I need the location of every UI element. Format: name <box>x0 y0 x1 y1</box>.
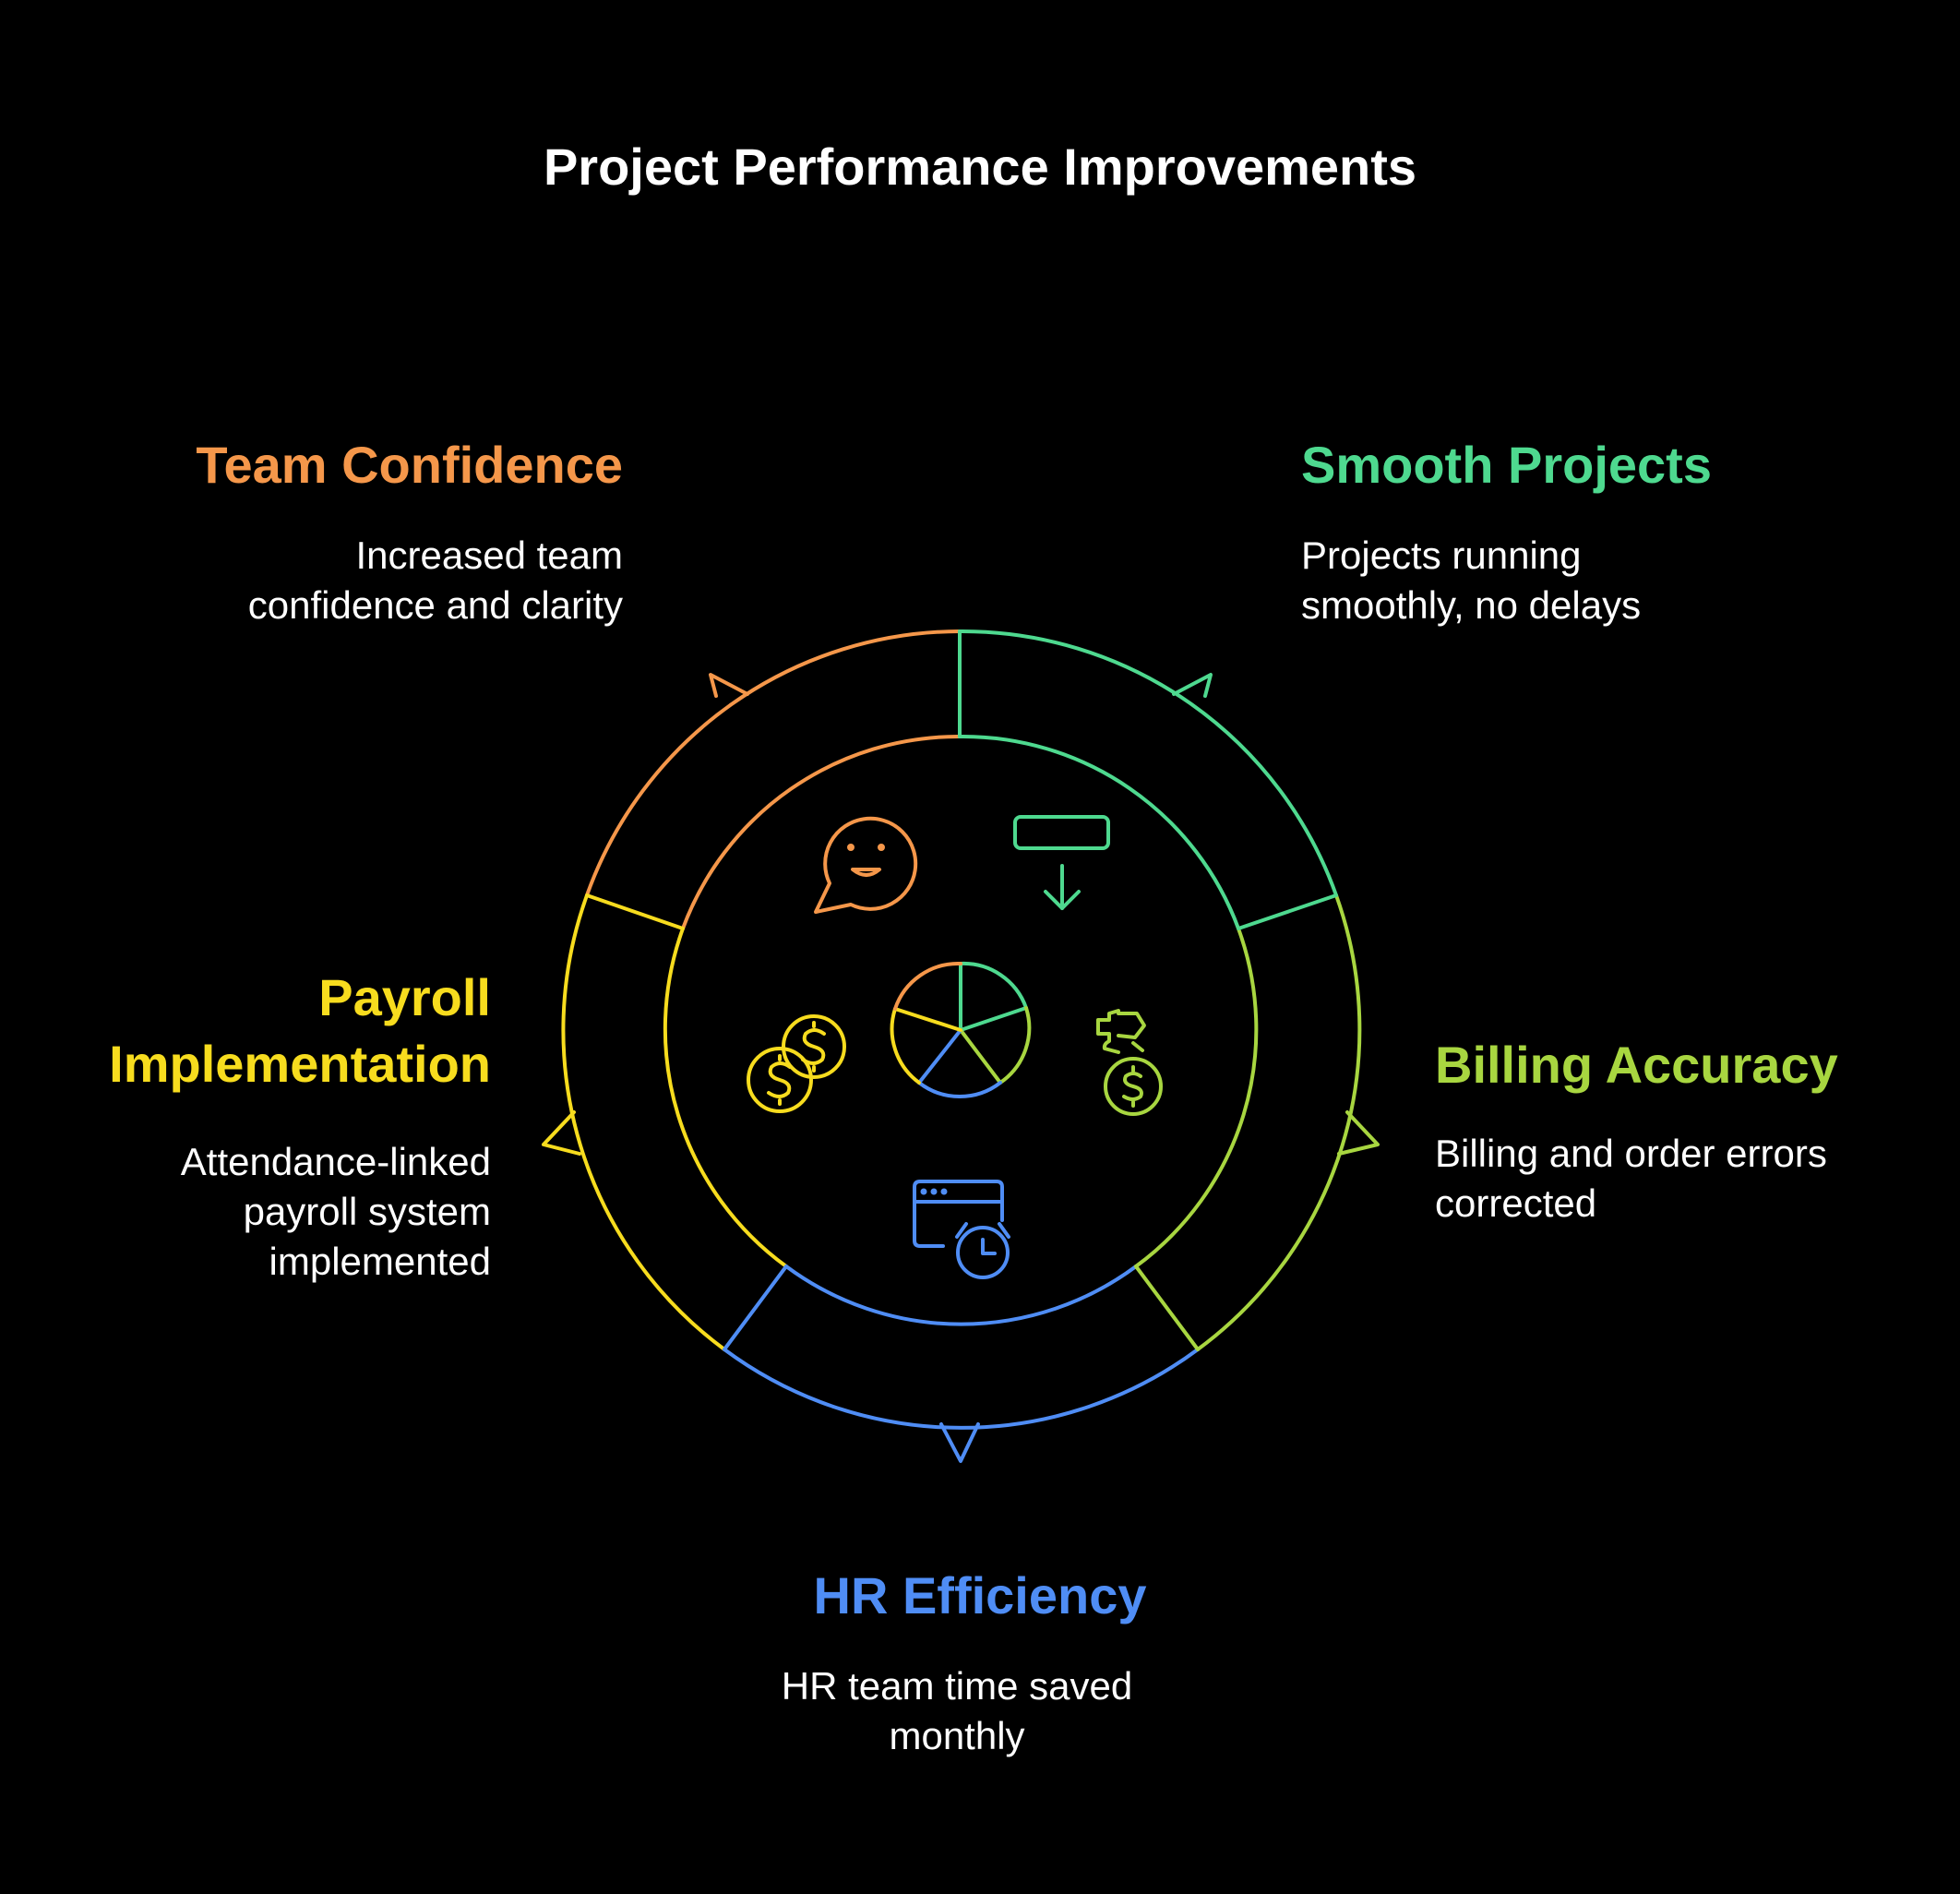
segment-description-hr-efficiency: HR team time saved monthly <box>680 1661 1234 1761</box>
divider-upper-left <box>585 893 685 930</box>
segment-description-team-confidence: Increased team confidence and clarity <box>92 531 623 630</box>
outer-arc-smooth-projects <box>958 629 1338 897</box>
description-line: Projects running <box>1301 533 1582 577</box>
arrow-notch-hr-efficiency <box>939 1422 980 1463</box>
outer-arc-team-confidence <box>585 629 962 897</box>
description-line: Increased team <box>355 533 624 577</box>
money-bag-icon <box>1096 1009 1163 1116</box>
segment-title-team-confidence: Team Confidence <box>196 436 623 494</box>
description-line: corrected <box>1435 1181 1597 1225</box>
title-line: Implementation <box>109 1035 491 1093</box>
description-line: Attendance-linked <box>180 1140 491 1183</box>
smiley-speech-bubble-icon <box>814 816 918 914</box>
segment-description-smooth-projects: Projects running smoothly, no delays <box>1301 531 1873 630</box>
description-line: Billing and order errors <box>1435 1132 1827 1175</box>
inner-arc-team-confidence <box>681 734 962 930</box>
divider-lower-right <box>1134 1265 1200 1351</box>
arrow-notch-smooth-projects <box>1172 673 1213 698</box>
segment-title-smooth-projects: Smooth Projects <box>1301 436 1712 494</box>
download-arrow-icon <box>1013 815 1110 910</box>
page-title: Project Performance Improvements <box>543 138 1417 196</box>
pie-chart-icon <box>890 961 1032 1099</box>
description-line: smoothly, no delays <box>1301 583 1642 627</box>
inner-arc-smooth-projects <box>958 734 1240 930</box>
description-line: monthly <box>889 1714 1025 1757</box>
inner-arc-hr-efficiency <box>784 1265 1138 1326</box>
inner-arc-billing-accuracy <box>1134 927 1259 1268</box>
description-line: HR team time saved <box>781 1664 1133 1708</box>
outer-arc-billing-accuracy <box>1196 893 1362 1351</box>
segment-title-billing-accuracy: Billing Accuracy <box>1435 1036 1838 1094</box>
segment-title-payroll-implementation: Payroll Implementation <box>55 965 491 1097</box>
segment-description-billing-accuracy: Billing and order errors corrected <box>1435 1129 1933 1229</box>
description-line: payroll system <box>243 1190 491 1233</box>
description-line: implemented <box>269 1240 491 1283</box>
outer-arc-hr-efficiency <box>723 1348 1200 1430</box>
segment-title-hr-efficiency: HR Efficiency <box>813 1566 1147 1624</box>
divider-lower-left <box>723 1265 788 1351</box>
arrow-notch-payroll-implementation <box>542 1110 581 1156</box>
segment-description-payroll-implementation: Attendance-linked payroll system impleme… <box>55 1137 491 1287</box>
coins-icon <box>747 1014 846 1113</box>
inner-arc-payroll-implementation <box>663 927 788 1268</box>
arrow-notch-billing-accuracy <box>1337 1110 1380 1156</box>
calendar-clock-icon <box>913 1180 1010 1279</box>
outer-arc-payroll-implementation <box>561 893 726 1351</box>
divider-upper-right <box>1237 893 1338 930</box>
title-line: Payroll <box>318 968 491 1026</box>
arrow-notch-team-confidence <box>709 673 749 698</box>
description-line: confidence and clarity <box>247 583 623 627</box>
